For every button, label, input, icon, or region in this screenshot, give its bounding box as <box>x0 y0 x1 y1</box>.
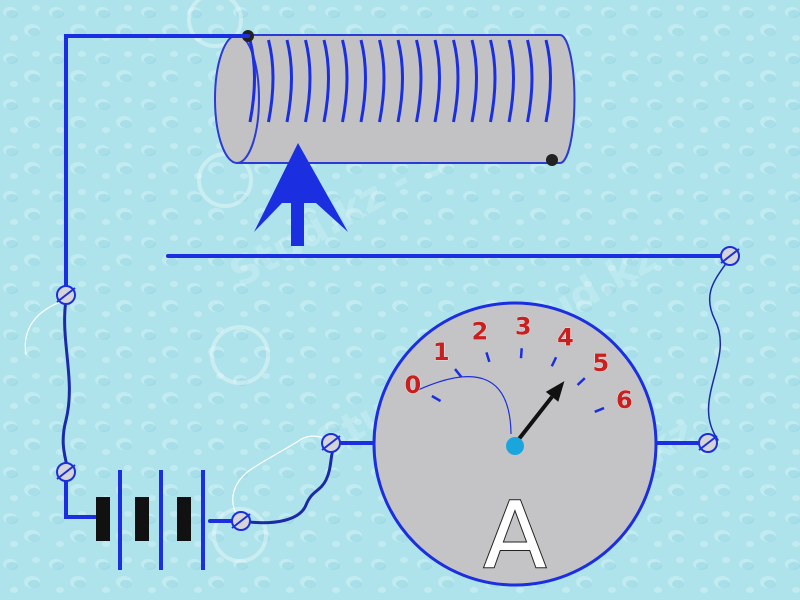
battery <box>96 470 205 570</box>
meter-scale-label: 0 <box>404 371 421 399</box>
coil-winding <box>415 39 423 123</box>
meter-scale-label: 4 <box>557 323 574 351</box>
meter-tick <box>454 368 463 378</box>
terminal-screw-icon <box>698 433 718 453</box>
coil-winding <box>285 39 293 123</box>
coil-winding <box>378 39 386 123</box>
meter-scale-label: 2 <box>471 317 488 345</box>
meter-scale-label: 6 <box>616 386 633 414</box>
coil-winding <box>396 39 404 123</box>
terminal-screw-icon <box>56 462 76 482</box>
coil-winding <box>322 39 330 123</box>
coil-winding <box>507 39 515 123</box>
meter-needle <box>513 395 554 446</box>
meter-tick <box>550 356 558 367</box>
meter-tick <box>431 394 442 403</box>
coil-winding <box>359 39 367 123</box>
terminal-screw-icon <box>321 433 341 453</box>
terminal-screw-icon <box>720 246 740 266</box>
meter-tick <box>519 348 523 359</box>
coil-winding <box>489 39 497 123</box>
meter-scale-arc <box>417 376 512 435</box>
meter-scale-label: 5 <box>592 349 609 377</box>
wire-coil-to-left <box>64 34 250 295</box>
meter-tick <box>485 351 491 363</box>
meter-scale-label: 3 <box>515 312 532 340</box>
coil-winding <box>544 39 552 123</box>
coil-winding <box>267 39 275 123</box>
coil-winding <box>526 39 534 123</box>
coil-winding <box>341 39 349 123</box>
meter-tick <box>594 406 605 413</box>
coil-winding <box>470 39 478 123</box>
meter-letter: A <box>484 482 547 589</box>
meter-needle-tip <box>545 381 565 402</box>
coil-winding <box>248 39 256 123</box>
battery-cell-negative <box>135 497 149 541</box>
meter-pivot <box>506 437 524 455</box>
terminal-screw-icon <box>231 511 251 531</box>
coil-winding <box>452 39 460 123</box>
meter-scale-label: 1 <box>433 338 450 366</box>
coil-terminal-bottom <box>546 154 558 166</box>
meter-tick <box>576 377 586 386</box>
battery-cell-negative <box>177 497 191 541</box>
coil-winding <box>433 39 441 123</box>
coil-winding <box>304 39 312 123</box>
screw-terminals <box>56 246 740 531</box>
solenoid-coil <box>214 30 576 166</box>
wire-to-battery <box>64 473 97 519</box>
terminal-screw-icon <box>56 285 76 305</box>
battery-cell-negative <box>96 497 110 541</box>
up-arrow-icon <box>254 143 348 246</box>
flexible-leads <box>24 256 731 525</box>
coil-windings <box>248 39 552 123</box>
